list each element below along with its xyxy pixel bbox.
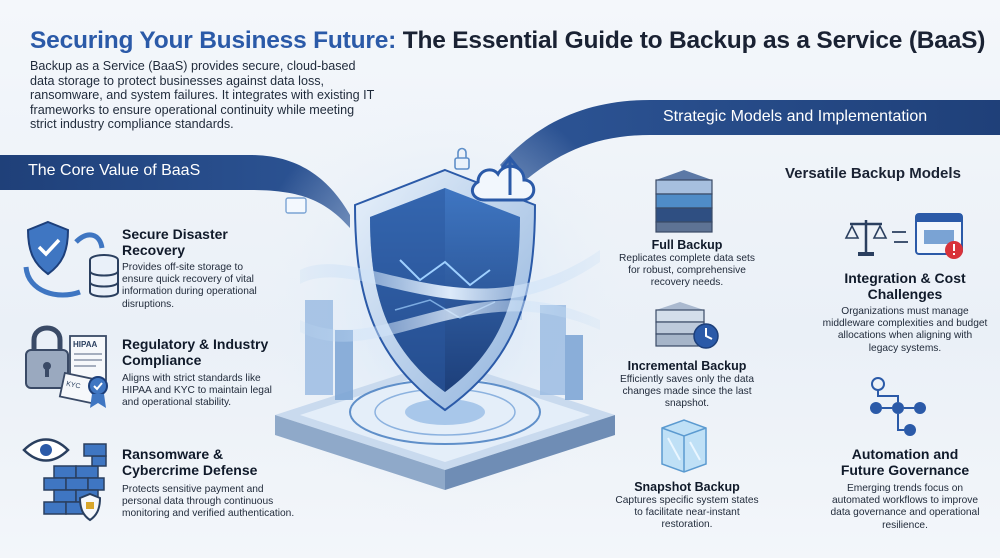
server-stack-icon xyxy=(655,170,713,233)
data-towers xyxy=(305,200,583,400)
band-label-core-value: The Core Value of BaaS xyxy=(28,162,201,179)
impl-title-automation: Automation and Future Governance xyxy=(840,446,970,478)
model-title-incremental: Incremental Backup xyxy=(627,359,747,373)
models-heading: Versatile Backup Models xyxy=(785,165,961,182)
title-main: The Essential Guide to Backup as a Servi… xyxy=(402,27,986,54)
monitor-icon xyxy=(285,197,307,214)
impl-desc-integration: Organizations must manage middleware com… xyxy=(822,306,988,354)
model-title-snapshot: Snapshot Backup xyxy=(634,480,740,494)
feature-title-compliance: Regulatory & Industry Compliance xyxy=(122,336,269,368)
lock-certificate-icon xyxy=(25,325,108,408)
feature-desc-ransomware: Protects sensitive payment and personal … xyxy=(122,484,295,520)
intro-paragraph: Backup as a Service (BaaS) provides secu… xyxy=(30,59,375,132)
snapshot-cube-icon xyxy=(661,419,707,473)
feature-title-disaster-recovery: Secure Disaster Recovery xyxy=(122,226,228,258)
feature-desc-compliance: Aligns with strict standards like HIPAA … xyxy=(122,373,272,409)
title-highlight: Securing Your Business Future: xyxy=(30,27,397,54)
impl-title-integration: Integration & Cost Challenges xyxy=(844,270,966,302)
page-title: Securing Your Business Future: The Essen… xyxy=(30,27,985,55)
platform-base xyxy=(275,360,615,490)
impl-desc-automation: Emerging trends focus on automated workf… xyxy=(830,483,980,531)
model-desc-snapshot: Captures specific system states to facil… xyxy=(615,495,759,531)
hipaa-label: HIPAA xyxy=(73,340,98,349)
band-label-strategic: Strategic Models and Implementation xyxy=(663,108,928,125)
firewall-eye-icon xyxy=(22,438,107,522)
model-desc-full: Replicates complete data sets for robust… xyxy=(619,253,755,289)
server-clock-icon xyxy=(655,302,719,349)
model-title-full: Full Backup xyxy=(651,238,723,252)
scale-warning-icon xyxy=(844,213,963,259)
feature-desc-disaster-recovery: Provides off-site storage to ensure quic… xyxy=(122,262,257,310)
shield-database-icon xyxy=(23,220,119,298)
workflow-nodes-icon xyxy=(870,377,926,436)
model-desc-incremental: Efficiently saves only the data changes … xyxy=(619,374,755,410)
padlock-icon xyxy=(454,147,470,170)
cloud-upload-icon xyxy=(470,155,536,202)
feature-title-ransomware: Ransomware & Cybercrime Defense xyxy=(122,446,258,478)
